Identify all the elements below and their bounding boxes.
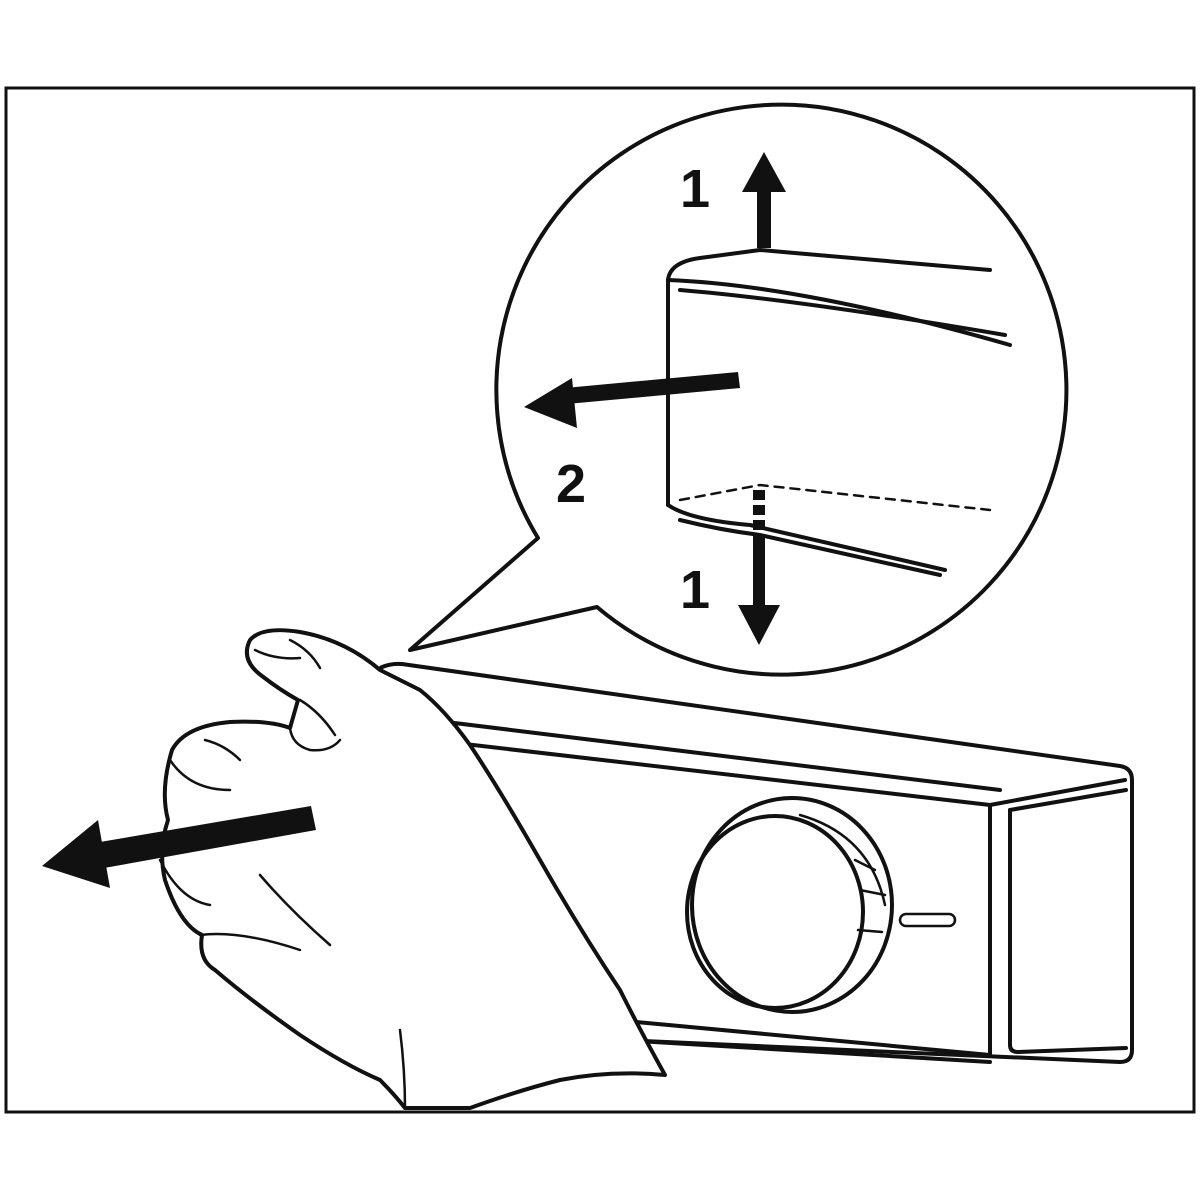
- step-label-up: 1: [680, 159, 710, 219]
- arrow-left-pull: [42, 806, 316, 888]
- zoom-bubble: [408, 102, 1069, 677]
- hand-illustration: [158, 628, 667, 1110]
- knob-indicator-mark: [898, 912, 957, 928]
- step-label-pull: 2: [556, 454, 586, 514]
- arrow-down-step1: [738, 490, 780, 645]
- arrow-up-step1: [742, 152, 786, 248]
- shelf-detail: [666, 248, 1012, 577]
- step-label-down: 1: [680, 560, 710, 620]
- diagram-frame: [4, 86, 1196, 1114]
- temperature-knob: [685, 796, 957, 1014]
- arrow-left-step2: [524, 372, 740, 428]
